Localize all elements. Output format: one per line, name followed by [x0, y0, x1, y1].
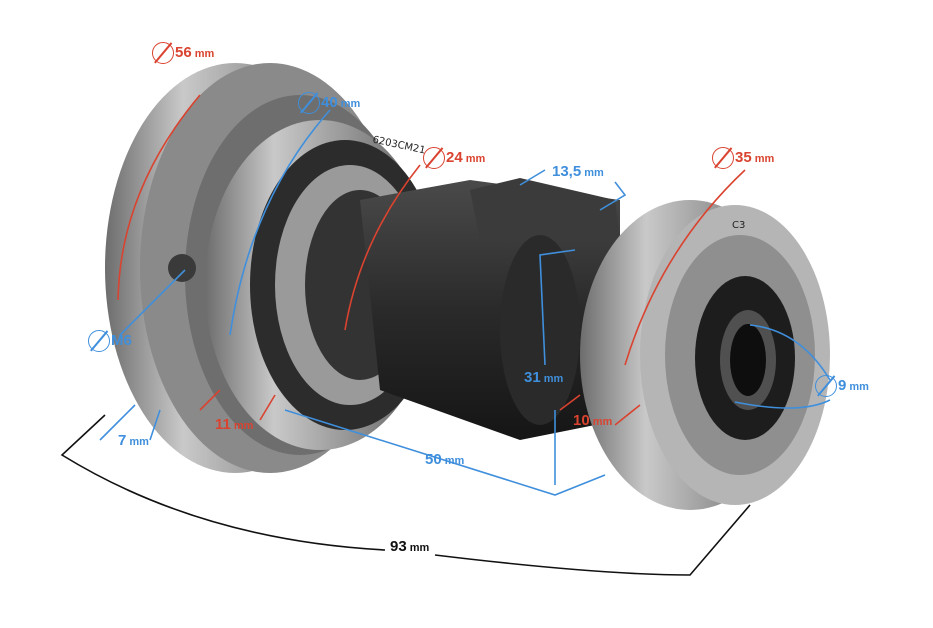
- diameter-icon: [815, 375, 837, 397]
- dim-thread: M6: [88, 330, 132, 352]
- diameter-icon: [152, 42, 174, 64]
- cam-lobe: [470, 178, 620, 240]
- diameter-icon: [423, 147, 445, 169]
- diameter-icon: [712, 147, 734, 169]
- bearing-marking-c3: C3: [732, 220, 746, 231]
- diameter-icon: [298, 92, 320, 114]
- diameter-icon: [88, 330, 110, 352]
